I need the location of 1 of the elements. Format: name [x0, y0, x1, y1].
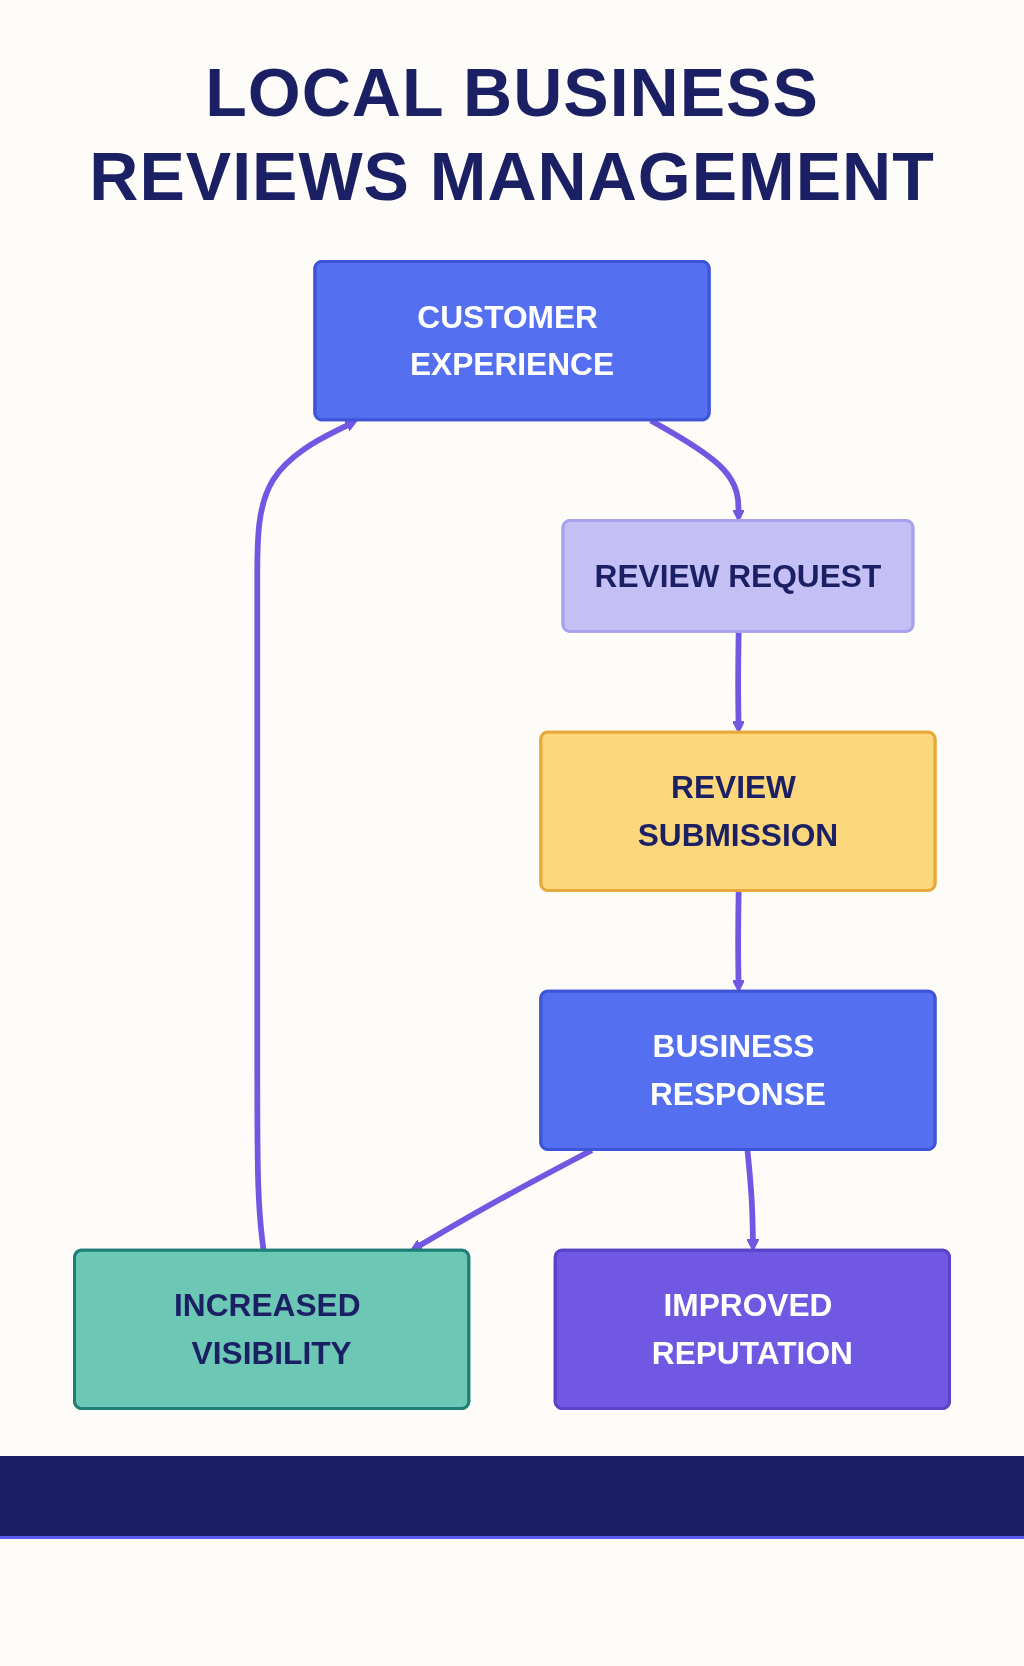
title: LOCAL BUSINESS REVIEWS MANAGEMENT [88, 53, 936, 216]
